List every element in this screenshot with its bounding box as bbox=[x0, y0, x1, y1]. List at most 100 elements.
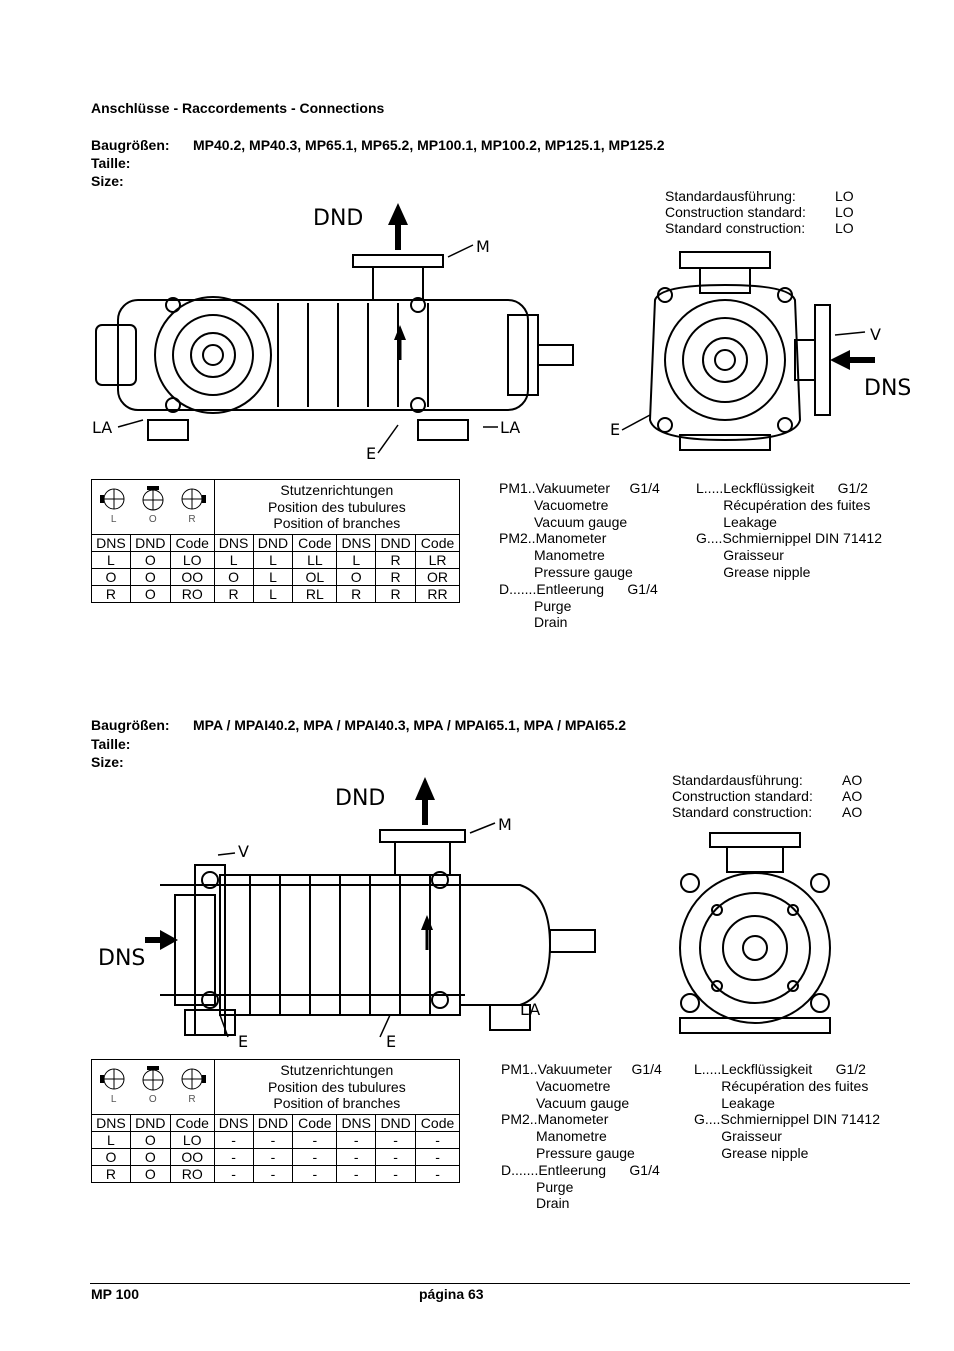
standard-construction: Standardausführung:AO Construction stand… bbox=[672, 772, 862, 820]
table-cell: - bbox=[213, 1164, 254, 1183]
table-row: O O OO - - - - - - bbox=[91, 1147, 460, 1166]
legend-line: Drain bbox=[499, 614, 568, 631]
page-number: página 63 bbox=[419, 1286, 484, 1302]
size-label-de: Baugrößen: bbox=[91, 137, 170, 153]
column-header: Code bbox=[169, 533, 215, 552]
header-line: Stutzenrichtungen bbox=[280, 1062, 394, 1078]
standard-value: AO bbox=[842, 788, 863, 804]
e-label: E bbox=[610, 420, 620, 439]
legend-line: Vacuum gauge bbox=[501, 1094, 630, 1111]
column-header: DNS bbox=[213, 1113, 254, 1132]
legend-line: Leakage bbox=[696, 513, 777, 530]
table-cell: - bbox=[415, 1164, 460, 1183]
table-cell: O bbox=[129, 1130, 171, 1149]
icon-label: L bbox=[110, 513, 117, 525]
column-header: Code bbox=[292, 1113, 338, 1132]
table-cell: R bbox=[336, 584, 377, 603]
table-row: L O LO L L LL L R LR bbox=[91, 550, 460, 569]
column-header: DNS bbox=[91, 533, 131, 552]
table-cell: O bbox=[129, 1147, 171, 1166]
table-cell: O bbox=[91, 567, 131, 586]
icon-label: O bbox=[148, 1093, 157, 1105]
table-cell: - bbox=[375, 1147, 417, 1166]
table-cell: L bbox=[91, 550, 131, 569]
column-header: Code bbox=[415, 1113, 460, 1132]
table-cell: RO bbox=[169, 1164, 215, 1183]
size-label-fr: Taille: bbox=[91, 736, 131, 752]
branch-position-table: L O R Stutzenrichtungen Position des tub… bbox=[91, 1059, 461, 1183]
footer-left: MP 100 bbox=[91, 1286, 139, 1302]
legend-line: Vacuometre bbox=[499, 496, 609, 513]
legend-line: Graisseur bbox=[696, 547, 784, 564]
legend-line: G....Schmiernippel DIN 71412 bbox=[696, 530, 882, 547]
table-cell: - bbox=[336, 1164, 377, 1183]
legend-line: Grease nipple bbox=[696, 563, 811, 580]
e-label: E bbox=[386, 1032, 396, 1051]
column-header: DND bbox=[375, 1113, 417, 1132]
legend-line: PM1..Vakuumeter G1/4 bbox=[499, 480, 660, 496]
branch-icons-cell: L O R bbox=[91, 1059, 215, 1115]
legend-line: Purge bbox=[501, 1178, 574, 1195]
table-cell: - bbox=[336, 1147, 377, 1166]
legend-line: Purge bbox=[499, 597, 572, 614]
size-label-fr: Taille: bbox=[91, 155, 131, 171]
column-header: Code bbox=[292, 533, 338, 552]
legend-line: Leakage bbox=[694, 1094, 775, 1111]
legend-line: Récupération des fuites bbox=[694, 1077, 869, 1094]
table-cell: - bbox=[252, 1164, 294, 1183]
table-header: Stutzenrichtungen Position des tubulures… bbox=[213, 479, 461, 535]
e-label: E bbox=[238, 1032, 248, 1051]
table-cell: - bbox=[292, 1130, 338, 1149]
column-header-row: DNS DND Code DNS DND Code DNS DND Code bbox=[91, 533, 460, 552]
m-label: M bbox=[498, 815, 512, 834]
standard-value: AO bbox=[842, 804, 863, 820]
legend-line: D.......Entleerung G1/4 bbox=[501, 1161, 660, 1178]
table-cell: L bbox=[336, 550, 377, 569]
header-line: Position des tubulures bbox=[267, 1078, 406, 1095]
table-cell: O bbox=[129, 550, 171, 569]
table-cell: - bbox=[415, 1130, 460, 1149]
standard-value: LO bbox=[835, 204, 854, 220]
pump-side-view-drawing: DND DNS M V E E LA bbox=[98, 777, 596, 1051]
m-label: M bbox=[476, 237, 490, 256]
header-line: Position of branches bbox=[273, 1095, 401, 1111]
table-cell: OO bbox=[169, 567, 215, 586]
table-cell: LL bbox=[292, 550, 338, 569]
table-cell: R bbox=[91, 1164, 131, 1183]
branch-position-table: L O R Stutzenrichtungen Position des tub… bbox=[91, 479, 461, 603]
position-right-icon: R bbox=[178, 1066, 206, 1108]
table-row: R O RO - - - - - - bbox=[91, 1164, 460, 1183]
table-cell: L bbox=[213, 550, 254, 569]
size-label-en: Size: bbox=[91, 754, 124, 770]
table-cell: R bbox=[375, 567, 417, 586]
position-left-icon: L bbox=[99, 1066, 128, 1108]
header-line: Position of branches bbox=[273, 515, 401, 531]
la-label: LA bbox=[500, 418, 520, 437]
column-header: DNS bbox=[336, 1113, 377, 1132]
table-cell: - bbox=[292, 1164, 338, 1183]
table-cell: O bbox=[129, 1164, 171, 1183]
standard-value: AO bbox=[842, 772, 863, 788]
icon-label: R bbox=[188, 1093, 196, 1105]
table-cell: - bbox=[375, 1164, 417, 1183]
table-cell: - bbox=[375, 1130, 417, 1149]
column-header: DND bbox=[252, 1113, 294, 1132]
position-top-icon: O bbox=[139, 485, 167, 528]
size-label-de: Baugrößen: bbox=[91, 717, 170, 733]
position-left-icon: L bbox=[99, 486, 128, 528]
la-label: LA bbox=[92, 418, 112, 437]
legend-line: Pressure gauge bbox=[501, 1144, 635, 1161]
column-header: DND bbox=[129, 1113, 171, 1132]
position-right-icon: R bbox=[178, 486, 206, 528]
table-cell: R bbox=[375, 550, 417, 569]
column-header: DNS bbox=[91, 1113, 131, 1132]
legend-line: Vacuometre bbox=[501, 1077, 611, 1094]
size-models: MP40.2, MP40.3, MP65.1, MP65.2, MP100.1,… bbox=[193, 137, 665, 153]
v-label: V bbox=[238, 842, 249, 861]
table-cell: L bbox=[252, 584, 294, 603]
legend-line: Grease nipple bbox=[694, 1144, 809, 1161]
standard-value: LO bbox=[835, 220, 854, 236]
size-models: MPA / MPAI40.2, MPA / MPAI40.3, MPA / MP… bbox=[193, 717, 627, 733]
v-label: V bbox=[870, 325, 881, 344]
legend-line: Récupération des fuites bbox=[696, 496, 871, 513]
